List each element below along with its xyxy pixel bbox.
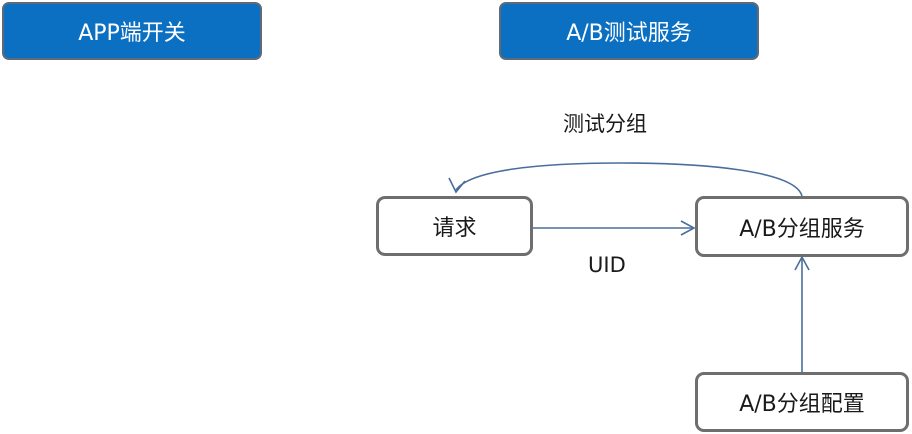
uid-arrowhead [680,220,696,236]
request-node: 请求 [376,196,533,256]
test-group-arrow [455,162,803,197]
ab-group-config-node: A/B分组配置 [695,372,909,432]
test-group-arrowhead [448,177,466,194]
config-arrowhead [794,255,810,271]
ab-test-service-header: A/B测试服务 [499,2,759,60]
ab-group-service-node: A/B分组服务 [695,196,909,257]
test-group-label: 测试分组 [563,112,647,136]
uid-label: UID [588,253,626,277]
app-switch-header: APP端开关 [2,2,262,60]
